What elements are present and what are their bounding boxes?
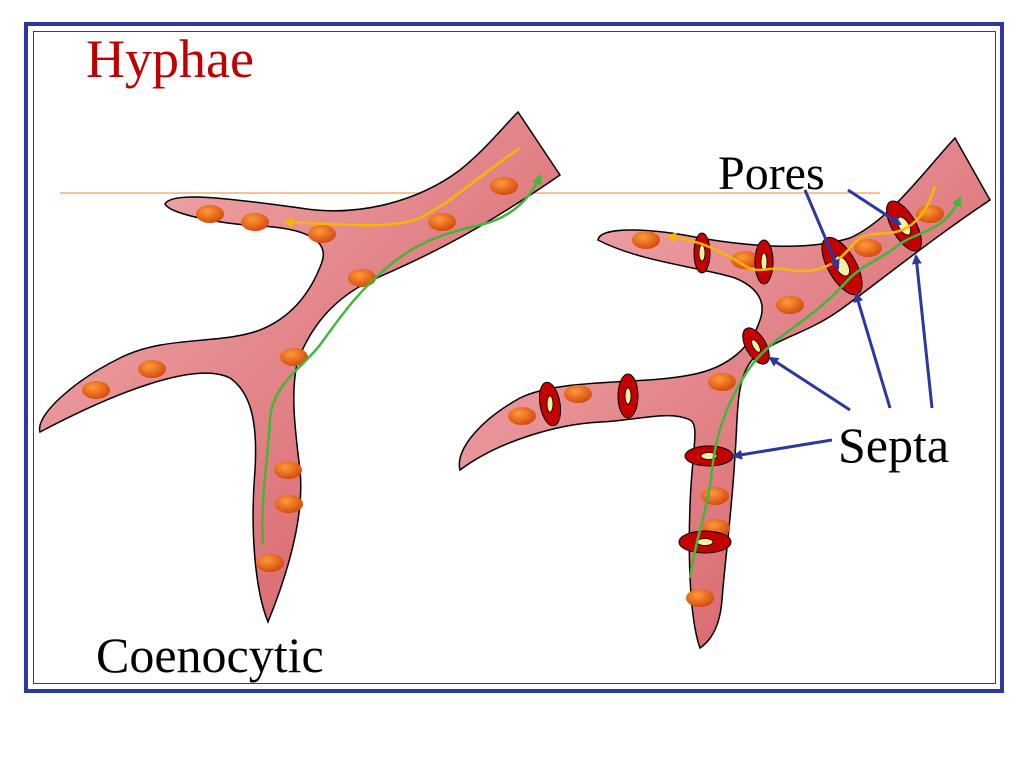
nucleus: [241, 213, 269, 231]
septum: [617, 373, 639, 419]
nucleus: [274, 461, 302, 479]
slide-frame-inner: [33, 31, 996, 684]
nucleus: [731, 251, 759, 269]
septa-pointers: [732, 254, 934, 460]
pores-label: Pores: [718, 147, 825, 200]
nucleus: [275, 495, 303, 513]
nucleus: [196, 205, 224, 223]
flow-arrow-green: [688, 196, 962, 579]
nucleus: [490, 177, 518, 195]
nucleus: [854, 239, 882, 257]
nucleus: [82, 381, 110, 399]
septate-hypha: [458, 136, 991, 650]
nucleus: [138, 360, 166, 378]
nucleus: [708, 373, 736, 391]
flow-arrow-yellow: [666, 185, 937, 273]
nucleus: [686, 589, 714, 607]
nucleus: [508, 407, 536, 425]
nucleus: [632, 231, 660, 249]
nucleus: [256, 554, 284, 572]
flow-arrow-yellow: [283, 146, 521, 228]
nucleus: [776, 296, 804, 314]
nucleus: [564, 385, 592, 403]
septum: [754, 239, 774, 285]
septum: [684, 445, 734, 467]
nucleus: [428, 213, 456, 231]
nucleus: [280, 348, 308, 366]
nucleus: [348, 269, 376, 287]
septum: [693, 232, 711, 274]
pores-pointers: [803, 188, 902, 270]
nucleus: [308, 225, 336, 243]
coenocytic-hypha: [38, 110, 562, 624]
slide-frame-outer: [24, 22, 1004, 693]
flow-arrow-green: [261, 174, 542, 546]
nucleus: [916, 205, 944, 223]
septum: [538, 381, 562, 427]
coenocytic-label: Coenocytic: [96, 627, 324, 683]
slide-title: Hyphae: [86, 29, 254, 89]
septum: [742, 327, 770, 365]
septa-label: Septa: [838, 417, 950, 473]
septum: [678, 530, 732, 554]
nucleus: [701, 487, 729, 505]
